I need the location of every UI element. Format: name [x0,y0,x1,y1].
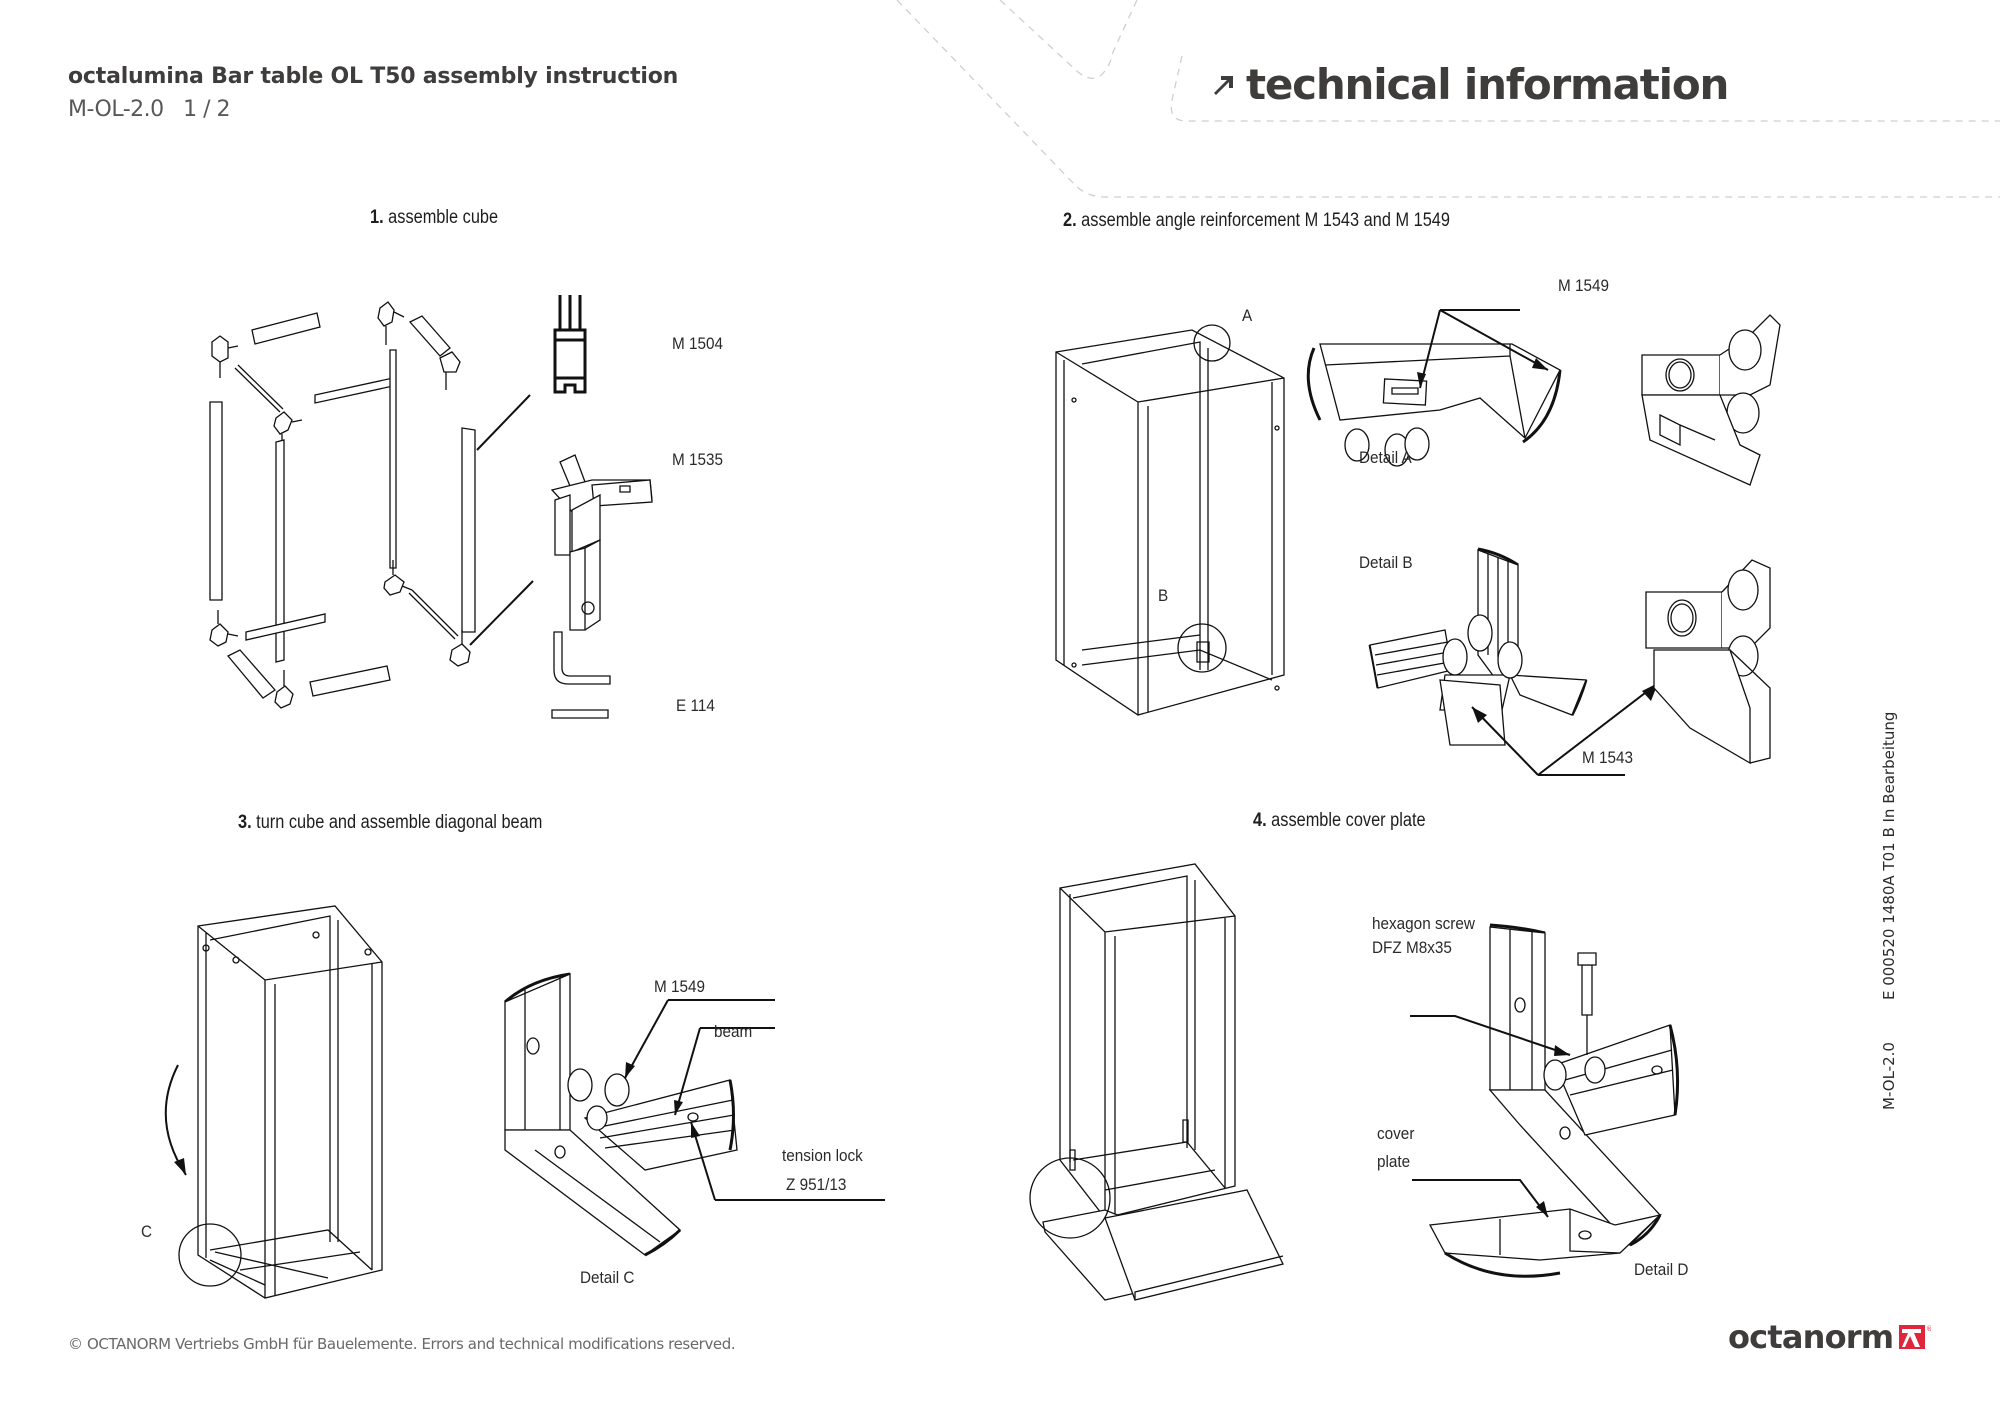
label-hexagon-screw: hexagon screw [1372,914,1475,933]
document-code-page: M-OL-2.0 1 / 2 [68,97,231,122]
label-beam: beam [714,1022,753,1041]
marker-c: C [141,1222,153,1241]
page-number: 1 / 2 [183,97,231,122]
section-heading-text: technical information [1246,60,1729,109]
brand-wordmark: octanorm [1728,1318,1894,1356]
leader-line [625,1000,775,1078]
leader-line [1412,1180,1548,1217]
profile-m1504-cross-section [555,295,585,392]
registered-mark: ® [1926,1325,1931,1333]
step-text: assemble cover plate [1271,810,1426,831]
step-text: assemble cube [388,207,499,228]
step-3-turned-cube-drawing [150,900,440,1300]
detail-a-circle [1194,325,1230,361]
step-2-frame-drawing [1052,320,1292,720]
step-number: 2. [1063,210,1077,231]
doc-code: M-OL-2.0 [68,97,164,122]
step-number: 1. [370,207,384,228]
marker-a: A [1242,306,1253,325]
section-heading: technical information [1212,60,1729,109]
label-tension-lock: tension lock [782,1146,863,1165]
connector-m1535-drawing [552,455,652,630]
label-cover: cover [1377,1124,1415,1143]
leader-line [675,1028,775,1115]
label-tension-lock-code: Z 951/13 [786,1175,847,1194]
step-4-cube-with-cover-plate-drawing [1015,860,1295,1300]
label-detail-d: Detail D [1634,1260,1689,1279]
detail-a-drawing [1280,260,1580,480]
detail-b-drawing [1360,545,1860,785]
step-1-exploded-cube-drawing [180,290,700,760]
step-text: assemble angle reinforcement M 1543 and … [1081,210,1450,231]
detail-c-drawing [505,950,885,1280]
label-m1504: M 1504 [672,334,724,353]
side-doc-ref: E 000520 1480A T01 B In Bearbeitung [1880,711,1898,1001]
label-detail-b: Detail B [1359,553,1413,572]
detail-b-circle [1178,624,1226,672]
brand-logo: octanorm ® [1728,1318,1931,1356]
vertical-document-reference: M-OL-2.0 E 000520 1480A T01 B In Bearbeit… [1880,670,1898,1110]
cube-parts [210,302,475,708]
label-m1535: M 1535 [672,450,724,469]
step-1-title: 1. assemble cube [370,207,498,229]
label-screw-code: DFZ M8x35 [1372,938,1452,957]
leader-line [1410,1016,1570,1055]
leader-line [470,581,533,645]
step-4-title: 4. assemble cover plate [1253,810,1426,832]
detail-c-circle [179,1224,241,1286]
marker-b: B [1158,586,1169,605]
label-detail-a: Detail A [1359,448,1412,467]
octanorm-logo-icon: ® [1899,1325,1931,1349]
step-2-title: 2. assemble angle reinforcement M 1543 a… [1063,210,1450,232]
tool-e114-hex-key [552,632,610,718]
step-number: 4. [1253,810,1267,831]
label-detail-c: Detail C [580,1268,635,1287]
copyright-notice: © OCTANORM Vertriebs GmbH für Bauelement… [68,1335,736,1353]
leader-line [1440,310,1548,370]
step-text: turn cube and assemble diagonal beam [256,812,543,833]
part-m1543-3d-drawing [1640,548,1800,778]
document-title: octalumina Bar table OL T50 assembly ins… [68,64,679,89]
label-e114: E 114 [676,696,715,715]
label-m1543: M 1543 [1582,748,1634,767]
label-m1549-step3: M 1549 [654,977,706,996]
label-plate: plate [1377,1152,1411,1171]
leader-line [477,395,530,450]
arrow-up-right-icon [1214,75,1233,95]
label-m1549-step2: M 1549 [1558,276,1610,295]
part-m1549-3d-drawing [1640,305,1800,485]
step-3-title: 3. turn cube and assemble diagonal beam [238,812,542,834]
step-number: 3. [238,812,252,833]
detail-d-drawing [1420,915,1770,1285]
side-doc-code: M-OL-2.0 [1880,1042,1898,1110]
